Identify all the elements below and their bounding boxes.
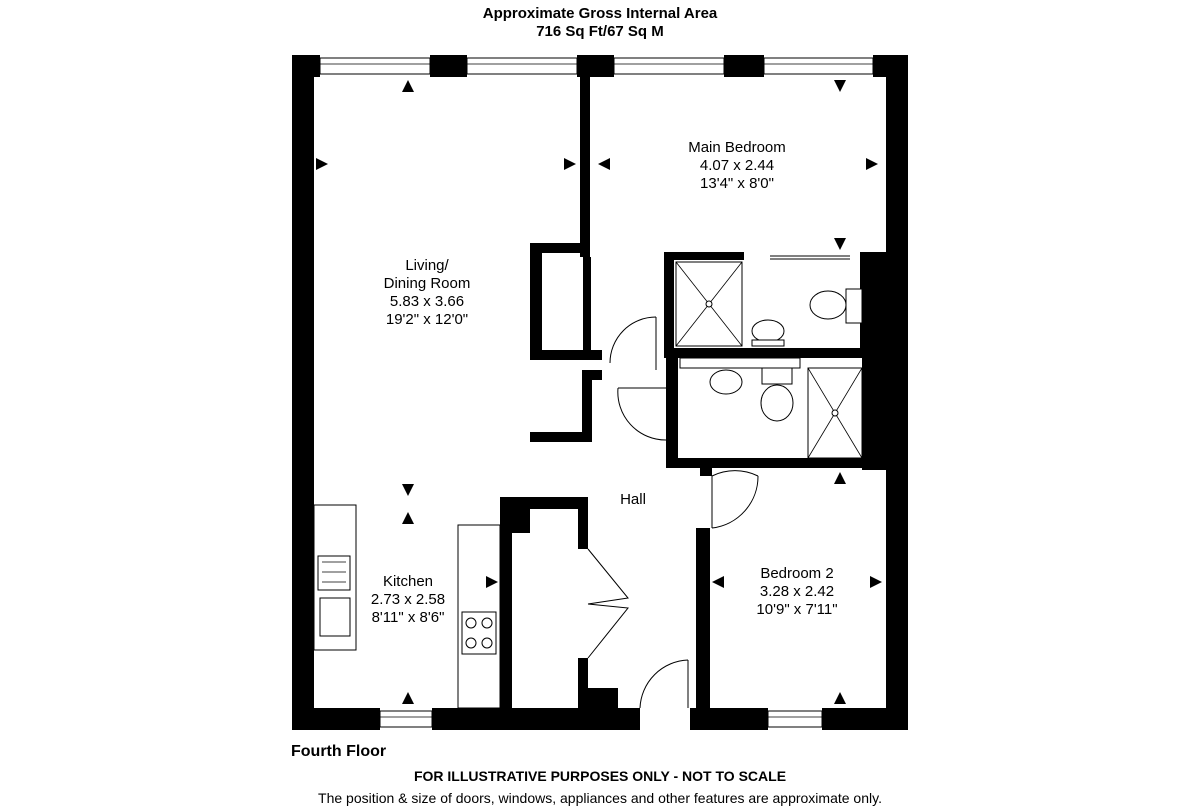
bedroom2-metric: 3.28 x 2.42 — [760, 583, 834, 600]
bedroom2-imperial: 10'9" x 7'11" — [756, 601, 837, 618]
gross-area-title: Approximate Gross Internal Area — [482, 5, 718, 22]
hall-name: Hall — [620, 491, 646, 508]
living-name-line1: Living/ — [405, 257, 449, 274]
living-metric: 5.83 x 3.66 — [390, 293, 464, 310]
gross-area-value: 716 Sq Ft/67 Sq M — [536, 23, 664, 40]
living-imperial: 19'2" x 12'0" — [386, 311, 468, 328]
disclaimer-note: The position & size of doors, windows, a… — [318, 790, 882, 806]
kitchen-name: Kitchen — [383, 573, 433, 590]
bathroom-fixtures — [679, 357, 863, 459]
main-bedroom-metric: 4.07 x 2.44 — [700, 157, 774, 174]
bedroom2-name: Bedroom 2 — [760, 565, 833, 582]
interior-walls — [500, 77, 886, 718]
main-bedroom-name: Main Bedroom — [688, 139, 786, 156]
dimension-arrows — [316, 80, 882, 704]
living-name-line2: Dining Room — [384, 275, 471, 292]
kitchen-imperial: 8'11" x 8'6" — [372, 609, 445, 626]
windows — [319, 57, 874, 728]
kitchen-metric: 2.73 x 2.58 — [371, 591, 445, 608]
kitchen-fixtures — [313, 504, 501, 709]
main-bedroom-imperial: 13'4" x 8'0" — [700, 175, 774, 192]
ensuite-fixtures — [675, 261, 863, 347]
room-labels: Main Bedroom 4.07 x 2.44 13'4" x 8'0" Li… — [371, 139, 838, 626]
outer-walls — [292, 55, 908, 730]
floor-label: Fourth Floor — [291, 743, 387, 760]
disclaimer: FOR ILLUSTRATIVE PURPOSES ONLY - NOT TO … — [413, 768, 787, 784]
doors — [587, 255, 850, 709]
